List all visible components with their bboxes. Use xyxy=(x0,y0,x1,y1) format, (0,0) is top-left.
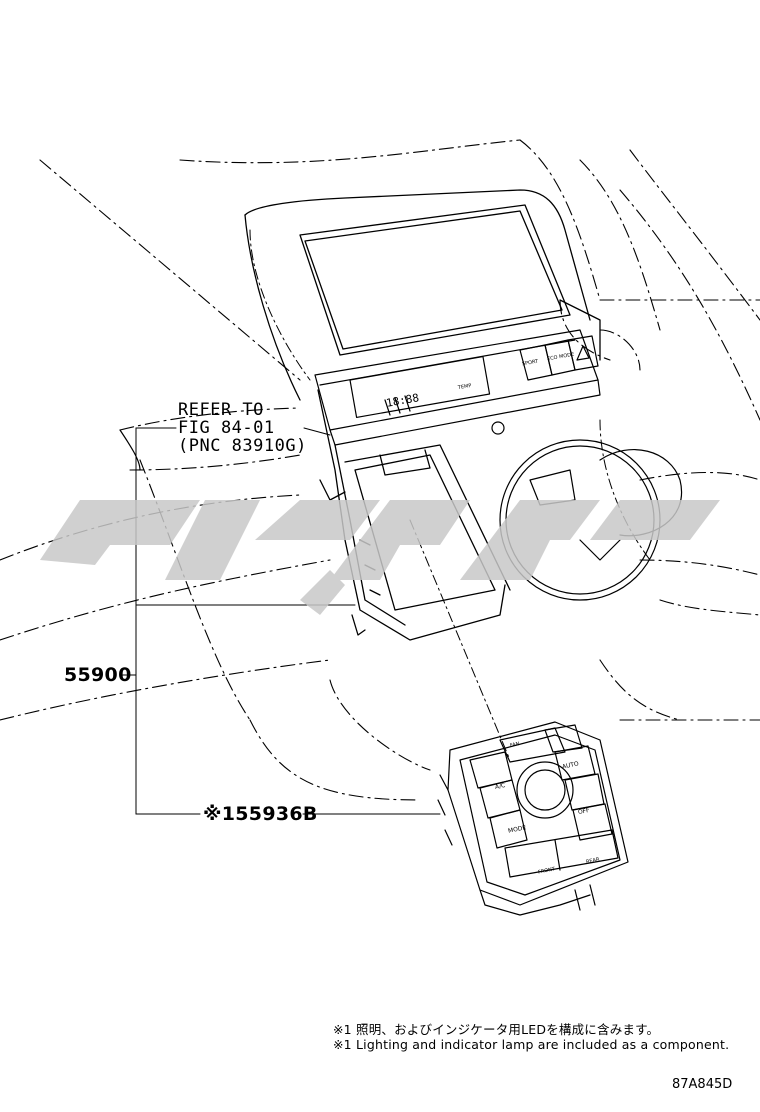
refer-callout-line3: (PNC 83910G) xyxy=(178,436,307,456)
climate-switch-assembly xyxy=(437,721,629,916)
leader-lines-dashed xyxy=(249,229,651,761)
footnote-english: ※1 Lighting and indicator lamp are inclu… xyxy=(333,1037,730,1052)
figure-code: 87A845D xyxy=(672,1077,733,1092)
refer-callout-line1: REFER TO xyxy=(178,400,264,420)
dashboard-upper xyxy=(244,189,601,401)
footnote-japanese: ※1 照明、およびインジケータ用LEDを構成に含みます。 xyxy=(333,1022,660,1037)
part-number-switch: ※155936B xyxy=(203,803,318,825)
refer-callout-line2: FIG 84-01 xyxy=(178,418,275,438)
part-number-bezel: 55900 xyxy=(64,664,132,686)
center-panel-strip xyxy=(314,329,601,446)
